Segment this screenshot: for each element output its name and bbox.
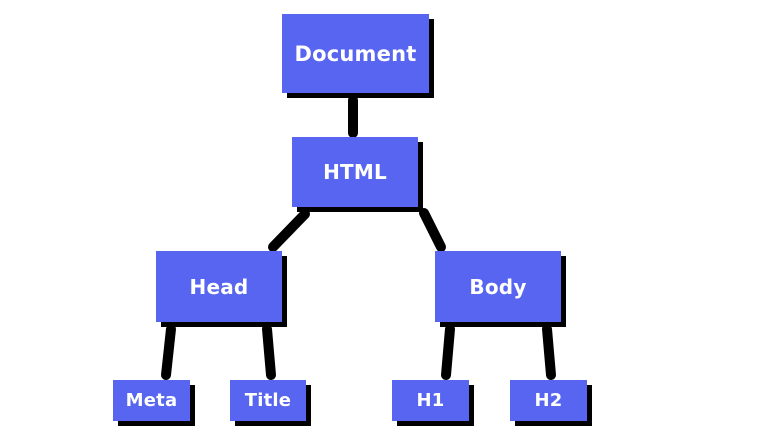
edge-body-h2 [542, 324, 556, 380]
node-head-label: Head [189, 274, 249, 299]
node-h1: H1 [392, 380, 469, 421]
node-document-label: Document [294, 41, 417, 66]
node-body: Body [435, 251, 561, 322]
node-meta: Meta [113, 380, 190, 421]
node-body-label: Body [469, 274, 527, 299]
node-title-label: Title [244, 390, 292, 411]
node-html: HTML [292, 137, 418, 207]
edge-head-title [262, 324, 276, 380]
node-head: Head [156, 251, 282, 322]
node-meta-label: Meta [125, 390, 178, 411]
edge-html-body [419, 208, 446, 252]
node-h2: H2 [510, 380, 587, 421]
edge-body-h1 [441, 324, 455, 380]
edge-head-meta [161, 324, 176, 380]
node-document: Document [282, 14, 429, 93]
node-title: Title [230, 380, 306, 421]
node-h2-label: H2 [534, 390, 563, 411]
node-h1-label: H1 [416, 390, 445, 411]
edge-html-head [268, 209, 310, 252]
node-html-label: HTML [323, 160, 387, 184]
